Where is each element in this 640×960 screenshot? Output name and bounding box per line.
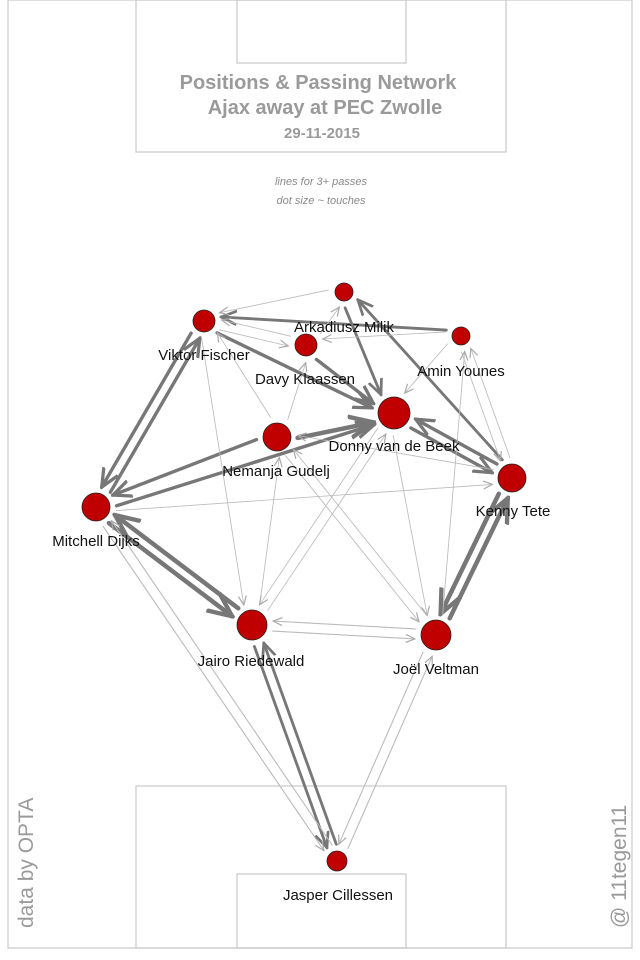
pass-edge-younes-to-vandebeek — [405, 343, 448, 393]
player-nodes — [81, 282, 527, 872]
pass-edge-riedewald-to-cillessen — [252, 645, 327, 848]
player-label-gudelj: Nemanja Gudelj — [222, 463, 330, 480]
top-penalty-box — [135, 0, 507, 153]
pass-edge-cillessen-to-veltman — [347, 656, 432, 849]
pass-edges — [102, 289, 511, 851]
player-label-veltman: Joël Veltman — [393, 661, 479, 678]
player-node-riedewald — [236, 609, 268, 641]
pass-edge-riedewald-to-vandebeek — [267, 434, 386, 611]
pass-edge-fischer-to-klaassen — [218, 329, 288, 346]
pass-edge-klaassen-to-fischer — [222, 320, 292, 337]
player-node-klaassen — [294, 333, 318, 357]
pass-edge-riedewald-to-gudelj — [259, 458, 280, 606]
pass-edge-riedewald-to-dijks — [115, 515, 241, 611]
player-node-gudelj — [262, 422, 292, 452]
player-node-cillessen — [326, 850, 348, 872]
pass-edge-gudelj-to-fischer — [217, 333, 272, 418]
pass-edge-gudelj-to-klaassen — [287, 363, 306, 420]
pass-edge-klaassen-to-vandebeek — [314, 357, 373, 403]
pass-edge-younes-to-klaassen — [323, 331, 447, 339]
pass-edge-milik-to-fischer — [220, 289, 329, 313]
pass-edge-dijks-to-fischer — [108, 338, 199, 494]
pass-edge-dijks-to-tete — [115, 484, 492, 512]
player-node-milik — [334, 282, 354, 302]
data-source-credit: data by OPTA — [15, 798, 38, 928]
player-label-riedewald: Jairo Riedewald — [198, 653, 305, 670]
bottom-penalty-box — [135, 785, 507, 949]
legend-note-dots: dot size ~ touches — [277, 195, 366, 207]
pass-edge-milik-to-vandebeek — [343, 306, 381, 395]
pass-edge-tete-to-veltman — [441, 491, 502, 614]
player-node-fischer — [192, 309, 216, 333]
pass-edge-veltman-to-younes — [442, 351, 465, 615]
player-labels: Jasper Cillessen Jairo Riedewald Joël Velt… — [52, 319, 550, 904]
player-node-younes — [451, 326, 471, 346]
title-block: Positions & Passing Network Ajax away at… — [180, 72, 458, 207]
pass-edge-fischer-to-dijks — [102, 331, 193, 487]
player-label-klaassen: Davy Klaassen — [255, 371, 355, 388]
pass-edge-younes-to-fischer — [221, 317, 448, 332]
pass-edge-fischer-to-vandebeek — [215, 331, 372, 408]
pass-edge-veltman-to-riedewald — [273, 621, 416, 630]
pass-edge-cillessen-to-dijks — [111, 521, 333, 846]
pass-edge-dijks-to-cillessen — [102, 525, 324, 850]
pass-edge-dijks-to-vandebeek — [114, 424, 375, 508]
pass-edge-vandebeek-to-tete — [409, 426, 492, 473]
player-node-vandebeek — [377, 396, 411, 430]
player-node-tete — [497, 463, 527, 493]
pass-edge-gudelj-to-dijks — [113, 437, 259, 496]
match-subtitle: Ajax away at PEC Zwolle — [208, 97, 443, 119]
pass-edge-vandebeek-to-veltman — [392, 435, 427, 616]
pass-edge-veltman-to-cillessen — [339, 651, 424, 844]
player-node-dijks — [81, 492, 111, 522]
pass-edge-fischer-to-riedewald — [201, 338, 244, 605]
player-label-fischer: Viktor Fischer — [158, 347, 249, 364]
pass-edge-gudelj-to-vandebeek — [295, 422, 374, 441]
player-node-veltman — [420, 619, 452, 651]
pass-edge-younes-to-tete — [460, 351, 500, 461]
pass-edge-riedewald-to-veltman — [272, 630, 415, 639]
player-label-cillessen: Jasper Cillessen — [283, 887, 393, 904]
bottom-goal-box — [236, 873, 407, 949]
pass-edge-veltman-to-gudelj — [293, 450, 428, 616]
pass-edge-tete-to-gudelj — [298, 436, 494, 471]
player-label-dijks: Mitchell Dijks — [52, 533, 140, 550]
top-goal-box — [236, 0, 407, 64]
pass-edge-gudelj-to-veltman — [285, 455, 419, 622]
chart-title: Positions & Passing Network — [180, 72, 458, 94]
pitch-markings — [7, 0, 633, 949]
pass-edge-tete-to-younes — [471, 348, 511, 458]
player-label-milik: Arkadiusz Milik — [294, 319, 395, 336]
author-credit: @ 11tegen11 — [608, 805, 631, 928]
player-label-younes: Amin Younes — [417, 363, 505, 380]
legend-note-lines: lines for 3+ passes — [275, 176, 368, 188]
pass-edge-cillessen-to-riedewald — [264, 643, 338, 846]
pass-edge-vandebeek-to-riedewald — [260, 428, 379, 605]
match-date: 29-11-2015 — [284, 125, 360, 142]
pass-edge-klaassen-to-milik — [319, 307, 339, 335]
player-label-vandebeek: Donny van de Beek — [329, 438, 460, 455]
player-label-tete: Kenny Tete — [476, 503, 551, 520]
